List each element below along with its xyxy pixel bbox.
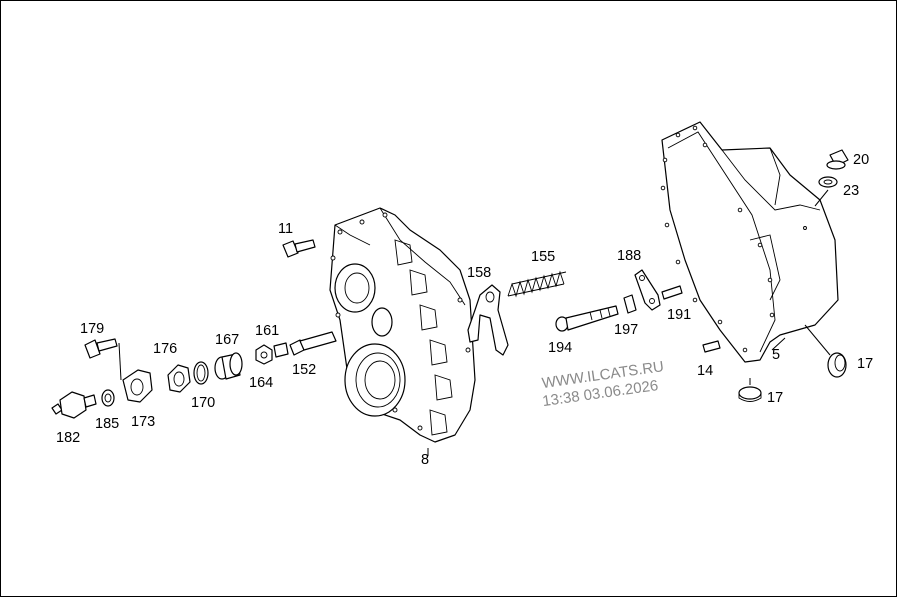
- label-176: 176: [153, 341, 177, 357]
- part-182-switch[interactable]: [51, 391, 97, 419]
- part-170-ring[interactable]: [193, 361, 209, 385]
- part-155-spring[interactable]: [507, 270, 567, 298]
- label-173: 173: [131, 414, 155, 430]
- part-17-cap-right[interactable]: [827, 352, 847, 378]
- part-197-clip[interactable]: [623, 294, 637, 314]
- label-20: 20: [853, 152, 869, 168]
- part-17-cap-bottom[interactable]: [738, 386, 762, 402]
- label-170: 170: [191, 395, 215, 411]
- part-179-bolt[interactable]: [84, 338, 118, 359]
- label-179: 179: [80, 321, 104, 337]
- part-188-plate[interactable]: [634, 269, 661, 311]
- part-185-washer[interactable]: [101, 389, 115, 407]
- label-164: 164: [249, 375, 273, 391]
- label-194: 194: [548, 340, 572, 356]
- part-14-pin[interactable]: [702, 340, 721, 353]
- part-11-bolt[interactable]: [282, 239, 316, 258]
- label-191: 191: [667, 307, 691, 323]
- label-8: 8: [421, 452, 429, 468]
- part-152-shaft[interactable]: [289, 331, 337, 356]
- part-167-sleeve[interactable]: [214, 352, 243, 380]
- part-191-shaft[interactable]: [661, 285, 683, 300]
- label-182: 182: [56, 430, 80, 446]
- part-161-nut[interactable]: [273, 342, 289, 358]
- part-20-plug[interactable]: [826, 149, 849, 170]
- label-185: 185: [95, 416, 119, 432]
- label-5: 5: [772, 347, 780, 363]
- label-167: 167: [215, 332, 239, 348]
- label-14: 14: [697, 363, 713, 379]
- part-23-washer[interactable]: [818, 176, 838, 188]
- label-17-right: 17: [857, 356, 873, 372]
- part-173-flange[interactable]: [122, 369, 153, 403]
- part-194-bolt[interactable]: [555, 305, 619, 332]
- part-158-shift-fork[interactable]: [467, 284, 509, 356]
- label-155: 155: [531, 249, 555, 265]
- label-152: 152: [292, 362, 316, 378]
- label-158: 158: [467, 265, 491, 281]
- watermark: WWW.ILCATS.RU 13:38 03.06.2026: [541, 358, 665, 410]
- label-23: 23: [843, 183, 859, 199]
- label-161: 161: [255, 323, 279, 339]
- part-5-housing-cover[interactable]: [660, 121, 839, 363]
- label-197: 197: [614, 322, 638, 338]
- label-188: 188: [617, 248, 641, 264]
- label-17-bottom: 17: [767, 390, 783, 406]
- label-11: 11: [278, 221, 293, 237]
- part-164-nut[interactable]: [255, 344, 273, 365]
- part-176-gasket[interactable]: [167, 364, 191, 393]
- part-8-transfer-case[interactable]: [329, 207, 476, 443]
